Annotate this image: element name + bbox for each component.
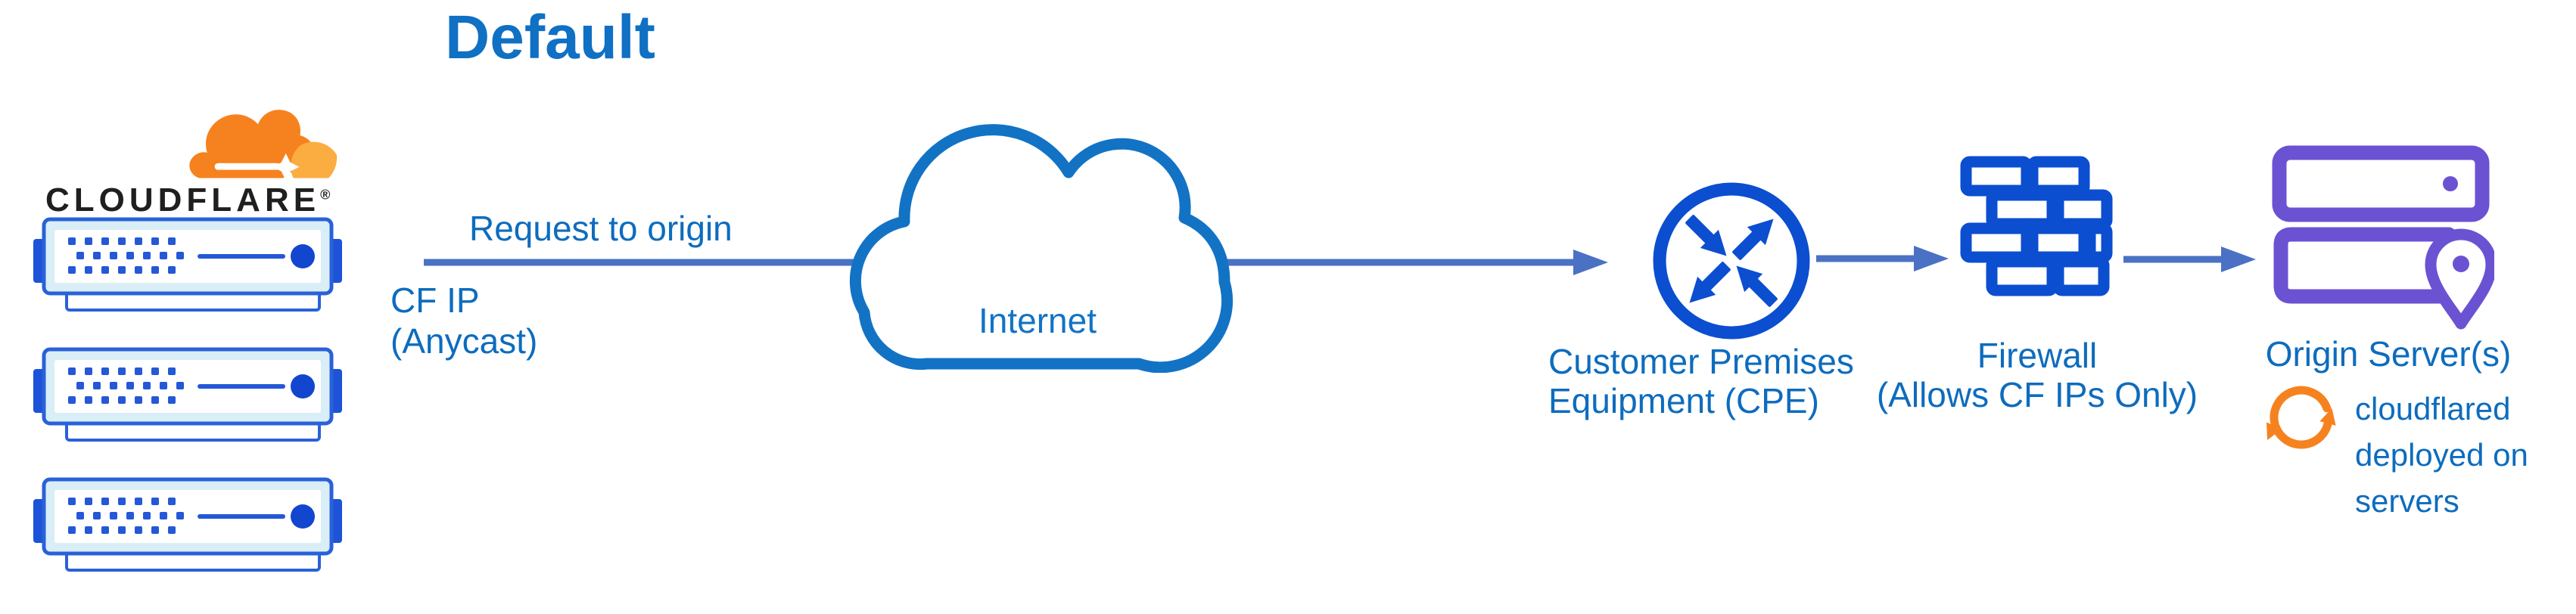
power-led: [291, 374, 315, 398]
vent-dots: [68, 237, 184, 274]
internet-cloud-icon: [849, 124, 1234, 373]
cloudflared-note: cloudflared deployed on servers: [2355, 386, 2528, 524]
vent-dots: [68, 498, 184, 534]
location-pin-icon: [2425, 228, 2494, 330]
origin-servers-icon: [2272, 145, 2494, 330]
page-title: Default: [445, 3, 655, 72]
edge-server-icon: [33, 347, 342, 442]
firewall-label-line1: Firewall: [1977, 336, 2098, 375]
sync-arrows-icon: [2266, 386, 2336, 449]
cpe-label-line1: Customer Premises: [1548, 342, 1854, 381]
firewall-icon: [1960, 156, 2113, 296]
cf-ip-anycast-label: CF IP (Anycast): [390, 280, 537, 361]
cloudflare-wordmark-text: CLOUDFLARE: [45, 181, 321, 219]
cloudflared-note-line1: cloudflared: [2355, 391, 2511, 426]
arrowhead-icon: [2221, 247, 2256, 272]
sparkle-icon: [272, 153, 300, 181]
router-icon: [1653, 182, 1810, 340]
request-to-origin-label: Request to origin: [469, 209, 733, 248]
firewall-label: Firewall (Allows CF IPs Only): [1872, 336, 2202, 414]
cloudflare-wordmark: CLOUDFLARE®: [45, 181, 330, 219]
cf-ip-line1: CF IP: [390, 281, 480, 320]
arrow-cpe-to-firewall: [1816, 246, 1949, 271]
pin-dot: [2453, 256, 2469, 272]
cloudflared-note-line2: deployed on: [2355, 437, 2528, 473]
arrow-firewall-to-origin: [2123, 247, 2256, 272]
arrowhead-icon: [1573, 250, 1608, 275]
power-led: [291, 504, 315, 529]
cf-ip-line2: (Anycast): [390, 321, 538, 361]
power-led: [291, 244, 315, 268]
edge-server-icon: [33, 477, 342, 572]
cloudflare-logo-cloud-icon: [189, 110, 338, 181]
arrowhead-icon: [1914, 246, 1949, 271]
firewall-label-line2: (Allows CF IPs Only): [1876, 375, 2198, 414]
server-dot: [2443, 176, 2458, 191]
cloudflared-note-line3: servers: [2355, 483, 2459, 519]
cpe-label-line2: Equipment (CPE): [1548, 381, 1819, 420]
vent-dots: [68, 367, 184, 404]
registered-mark: ®: [320, 187, 331, 203]
edge-server-icon: [33, 217, 342, 312]
origin-servers-label: Origin Server(s): [2265, 334, 2512, 374]
internet-label: Internet: [978, 301, 1097, 340]
cpe-label: Customer Premises Equipment (CPE): [1548, 342, 1854, 420]
